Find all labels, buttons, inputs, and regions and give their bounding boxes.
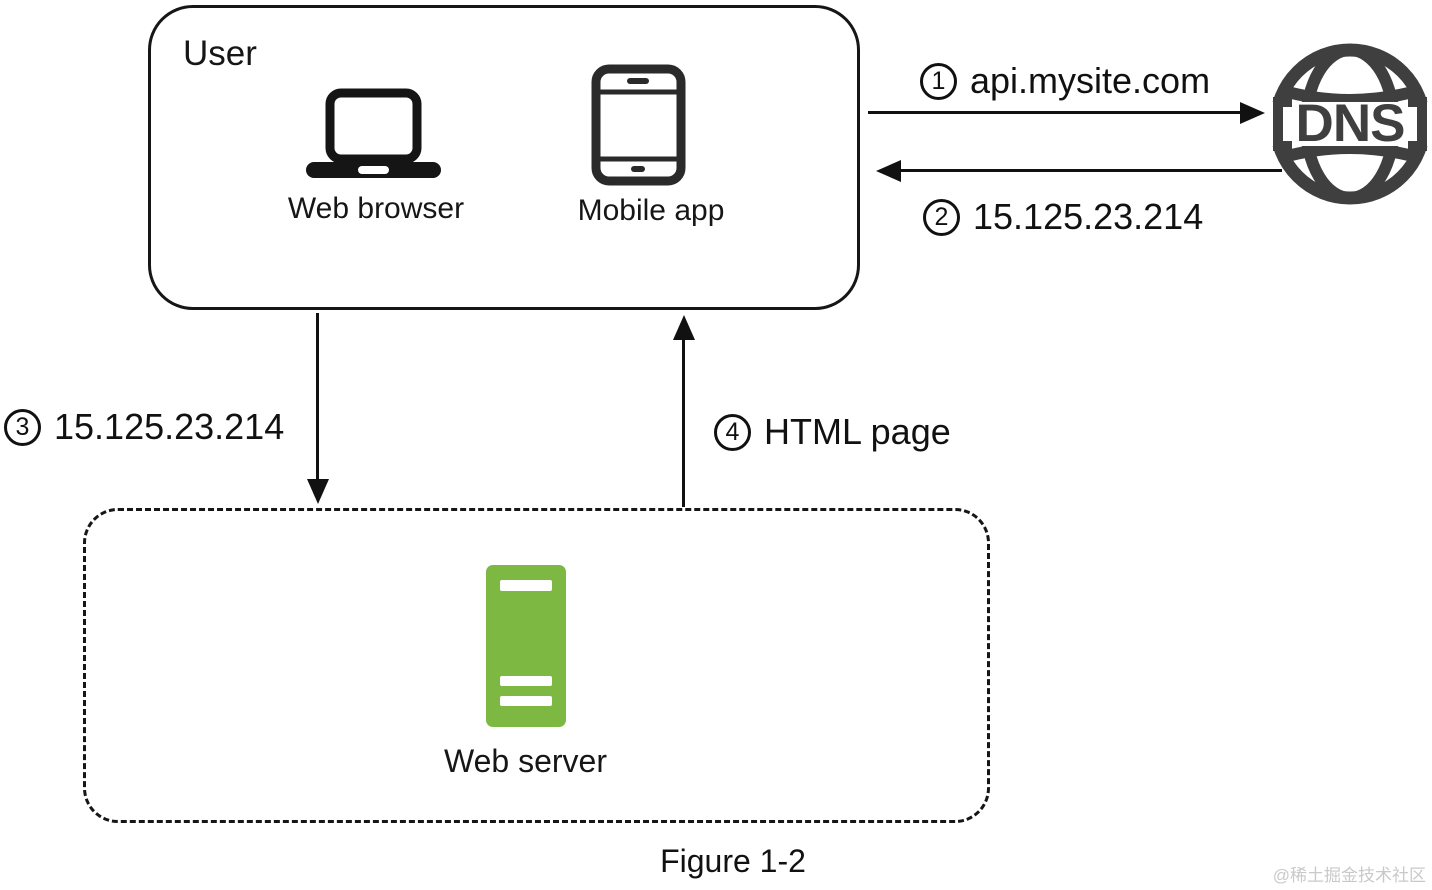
globe-icon: DNS (1266, 43, 1432, 205)
step-4-label: 4 HTML page (714, 411, 951, 453)
step-3-text: 15.125.23.214 (54, 406, 285, 447)
user-box-title: User (183, 34, 257, 73)
mobile-app-label: Mobile app (577, 194, 725, 227)
figure-caption: Figure 1-2 (660, 843, 806, 879)
user-box: User Web browser Mobile app (148, 5, 860, 310)
step-2-number: 2 (923, 198, 960, 236)
step-1-number: 1 (920, 62, 957, 100)
step-2-text: 15.125.23.214 (973, 196, 1204, 237)
step-4-number: 4 (714, 413, 751, 451)
smartphone-icon (591, 64, 686, 186)
web-browser-label: Web browser (287, 192, 465, 225)
web-server-box: Web server (83, 508, 990, 823)
step-3-number: 3 (4, 408, 41, 446)
step-1-label: 1 api.mysite.com (920, 60, 1210, 102)
laptop-icon (306, 88, 441, 178)
web-server-label: Web server (443, 743, 607, 779)
server-icon (486, 565, 566, 727)
step-3-label: 3 15.125.23.214 (4, 406, 284, 448)
watermark: @稀土掘金技术社区 (1272, 866, 1426, 885)
step-1-text: api.mysite.com (970, 60, 1211, 101)
step-2-label: 2 15.125.23.214 (923, 196, 1203, 238)
dns-label: DNS (1296, 94, 1405, 153)
step-4-text: HTML page (764, 411, 951, 452)
